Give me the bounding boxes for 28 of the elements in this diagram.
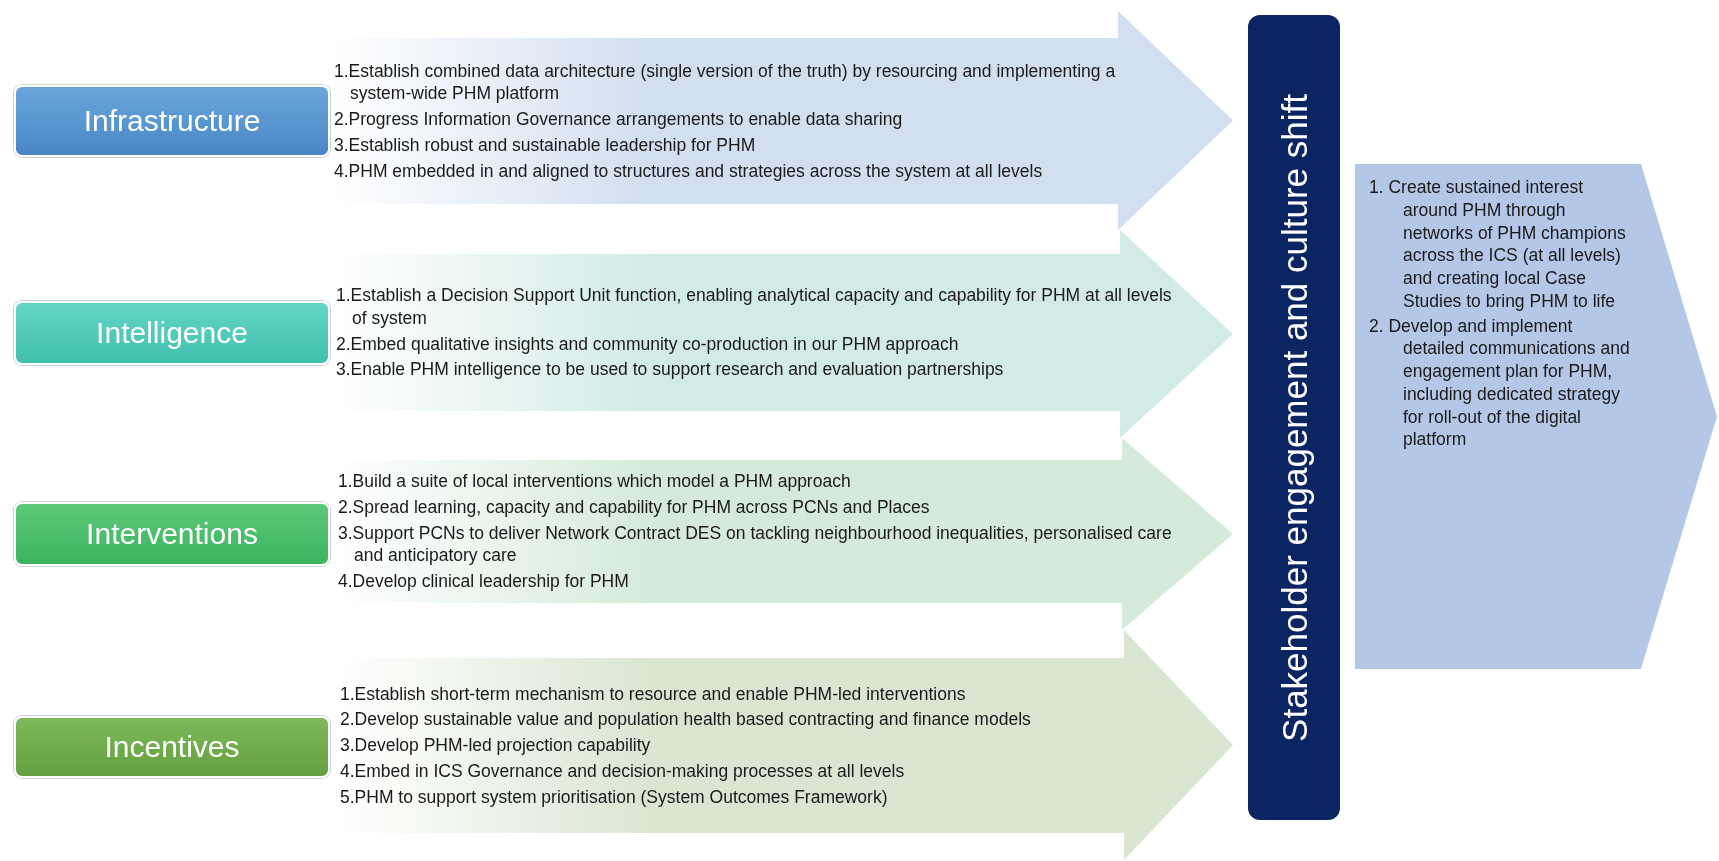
list-item: 3.Establish robust and sustainable leadership for PHM	[334, 133, 757, 157]
list-item: 2.Progress Information Governance arrangements to enable data sharing	[334, 108, 904, 131]
category-box	[14, 301, 330, 365]
list-item: 1. Create sustained interest around PHM through networks of PHM champions across the ICS (at all levels) and creating local Case Studies to bring PHM to life	[1369, 176, 1627, 313]
list-item: 2.Develop sustainable value and population health based contracting and finance models	[340, 708, 1032, 732]
list-item: 3.Enable PHM intelligence to be used to support research and evaluation partnerships	[336, 358, 1005, 381]
list-item: 3.Develop PHM-led projection capability	[340, 734, 652, 757]
category-title: Infrastructure	[83, 106, 261, 136]
category-box	[14, 716, 330, 778]
list-item: 1.Establish short-term mechanism to resource and enable PHM-led interventions	[340, 682, 967, 706]
list-item: 2.Spread learning, capacity and capability for PHM across PCNs and Places	[338, 495, 931, 519]
vertical-band	[1248, 15, 1340, 820]
list-item: 4.Develop clinical leadership for PHM	[338, 570, 630, 593]
list-item: 3.Support PCNs to deliver Network Contract DES on tackling neighbourhood inequalities, personalised care and anticipatory care	[338, 521, 1173, 568]
list-item: 5.PHM to support system prioritisation (System Outcomes Framework)	[340, 785, 889, 809]
list-item: 2.Embed qualitative insights and community co-production in our PHM approach	[336, 332, 960, 356]
band-title: Stakeholder engagement and culture shift	[1276, 93, 1312, 742]
list-item: 1.Establish a Decision Support Unit function, enabling analytical capacity and capability for PHM at all levels of system	[336, 284, 1173, 330]
category-title: Incentives	[104, 732, 240, 762]
list-item: 4.PHM embedded in and aligned to structures and strategies across the system at all levels	[334, 159, 1044, 183]
category-title: Interventions	[86, 519, 258, 549]
category-box	[14, 502, 330, 566]
list-item: 1.Build a suite of local interventions which model a PHM approach	[338, 470, 852, 493]
category-title: Intelligence	[96, 318, 248, 348]
category-box	[14, 85, 330, 157]
list-item: 4.Embed in ICS Governance and decision-making processes at all levels	[340, 759, 906, 783]
list-item: 1.Establish combined data architecture (single version of the truth) by resourcing and implementing a system-wide PHM platform	[334, 59, 1117, 106]
list-item: 2. Develop and implement detailed communications and engagement plan for PHM, including dedicated strategy for roll-out of the digital platform	[1369, 314, 1631, 451]
